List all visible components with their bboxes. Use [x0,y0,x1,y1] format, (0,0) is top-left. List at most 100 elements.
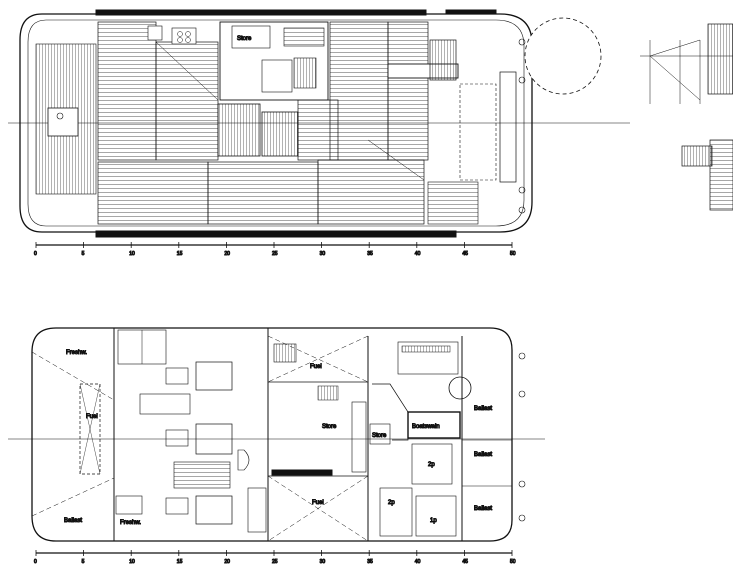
lower-fuel-bot-diag-2 [267,475,369,542]
lower-store-stair [317,385,339,401]
lower-hull-outline [31,327,513,542]
upper-crane-swing-circle [524,17,602,95]
upper-vent-1 [177,31,183,37]
lower-scale-tick-label-1: 5 [82,559,85,565]
upper-scale-tick-label-8: 40 [415,251,421,257]
lower-cabin-1p-label: 1p [430,518,437,524]
lower-fuel-x-2 [79,383,101,475]
lower-small-store-label: Store [372,433,387,439]
lower-store-shelf [351,401,367,473]
upper-diagonal-2 [367,139,425,181]
lower-hatch-bar [271,469,333,476]
upper-hold-1 [97,21,157,161]
upper-hold-4 [207,161,319,225]
lower-cabin-1p [415,495,457,537]
lower-ballast-aft-2-label: Ballast [474,452,492,458]
side-crane-pedestal [681,145,713,167]
upper-scale-tick-label-7: 35 [367,251,373,257]
lower-fuel-tank-fwd [79,383,101,475]
lower-scale-tick-label-8: 40 [415,559,421,565]
lower-engine-1 [195,361,233,391]
lower-bollard-2 [518,390,526,398]
lower-round-tank [448,376,472,400]
upper-store-label: Store [237,36,252,42]
upper-aft-deck [427,181,479,225]
lower-galley [397,341,459,375]
upper-bollard-3 [518,186,526,194]
lower-gen-3 [165,497,189,515]
lower-switchboard [139,393,191,415]
lower-cabin-2p-lower [379,487,413,537]
lower-fuel-top-diag-2 [267,335,369,383]
lower-fwd-diag-1 [31,351,115,401]
upper-scale-tick-label-10: 50 [510,251,516,257]
lower-bollard-4 [518,514,526,522]
lower-freshwater-fwd-label: Freshw. [66,350,87,356]
lower-ballast-aft-1-label: Ballast [474,406,492,412]
side-crane-head [707,23,733,95]
upper-aft-rail [499,71,517,183]
lower-fuel-main-label: Fuel [86,414,98,420]
lower-scale-tick-label-10: 50 [510,559,516,565]
upper-scale-tick-label-0: 0 [34,251,37,257]
lower-scale-tick-label-9: 45 [462,559,468,565]
lower-ballast-fwd-label: Ballast [64,518,82,524]
side-crane-body [709,139,733,211]
lower-aft-engine-room-block [247,487,267,533]
lower-cabin-2p-lower-label: 2p [388,500,395,506]
upper-scale-tick-label-3: 15 [177,251,183,257]
upper-hold-6 [329,21,389,161]
upper-hull-outline [19,13,533,233]
side-view-details [640,23,733,211]
upper-hold-8 [297,99,339,161]
lower-fuel-centre-bottom-label: Fuel [312,500,324,506]
upper-scale-tick-label-4: 20 [224,251,230,257]
upper-bollard-2 [518,76,526,84]
upper-engine-block [217,103,261,157]
lower-bollard-3 [518,480,526,488]
lower-deck-plan: Freshw. Fuel Ballast Freshw. Fuel Store … [8,327,545,566]
upper-scale-tick-label-1: 5 [82,251,85,257]
upper-hatch-fwd [147,25,163,41]
lower-boatswain-label: Boatswain [412,424,440,430]
upper-scale-tick-label-6: 30 [320,251,326,257]
lower-gen-1 [165,367,189,385]
upper-vent-2 [185,31,191,37]
lower-fwd-diag-2 [31,477,115,517]
lower-fuel-centre-top-label: Fuel [310,364,322,370]
lower-ballast-aft-3-label: Ballast [474,506,492,512]
lower-tank-d [237,449,250,471]
lower-cabin-2p-upper-label: 2p [428,462,435,468]
upper-galley-block [283,27,325,47]
lower-fuel-top-diag-1 [267,335,369,383]
upper-skylight-1 [171,27,197,45]
lower-freshwater-aft-label: Freshw. [120,520,141,526]
upper-vent-4 [185,37,191,43]
upper-hold-5 [317,159,425,225]
lower-engine-3 [195,495,233,525]
lower-scale-tick-label-3: 15 [177,559,183,565]
upper-hold-7 [387,21,429,161]
lower-scale-tick-label-5: 25 [272,559,278,565]
upper-aft-work-deck [459,83,497,181]
lower-corridor [372,383,409,441]
lower-small-store [369,423,391,445]
side-davit-brace-1 [649,39,701,57]
upper-inner-hull [27,19,525,227]
upper-vent-3 [177,37,183,43]
upper-store-room [231,25,271,49]
upper-bulwark-top-aft [445,9,497,15]
upper-bollard-1 [518,38,526,46]
lower-workbench [115,495,143,515]
lower-scale-tick-label-7: 35 [367,559,373,565]
lower-scale-tick-label-4: 20 [224,559,230,565]
lower-bollard-1 [518,352,526,360]
lower-cabin-2p-upper [411,443,453,485]
upper-bulwark-top [95,9,427,16]
upper-bulwark-bottom [95,230,457,238]
lower-engine-2 [195,423,233,455]
